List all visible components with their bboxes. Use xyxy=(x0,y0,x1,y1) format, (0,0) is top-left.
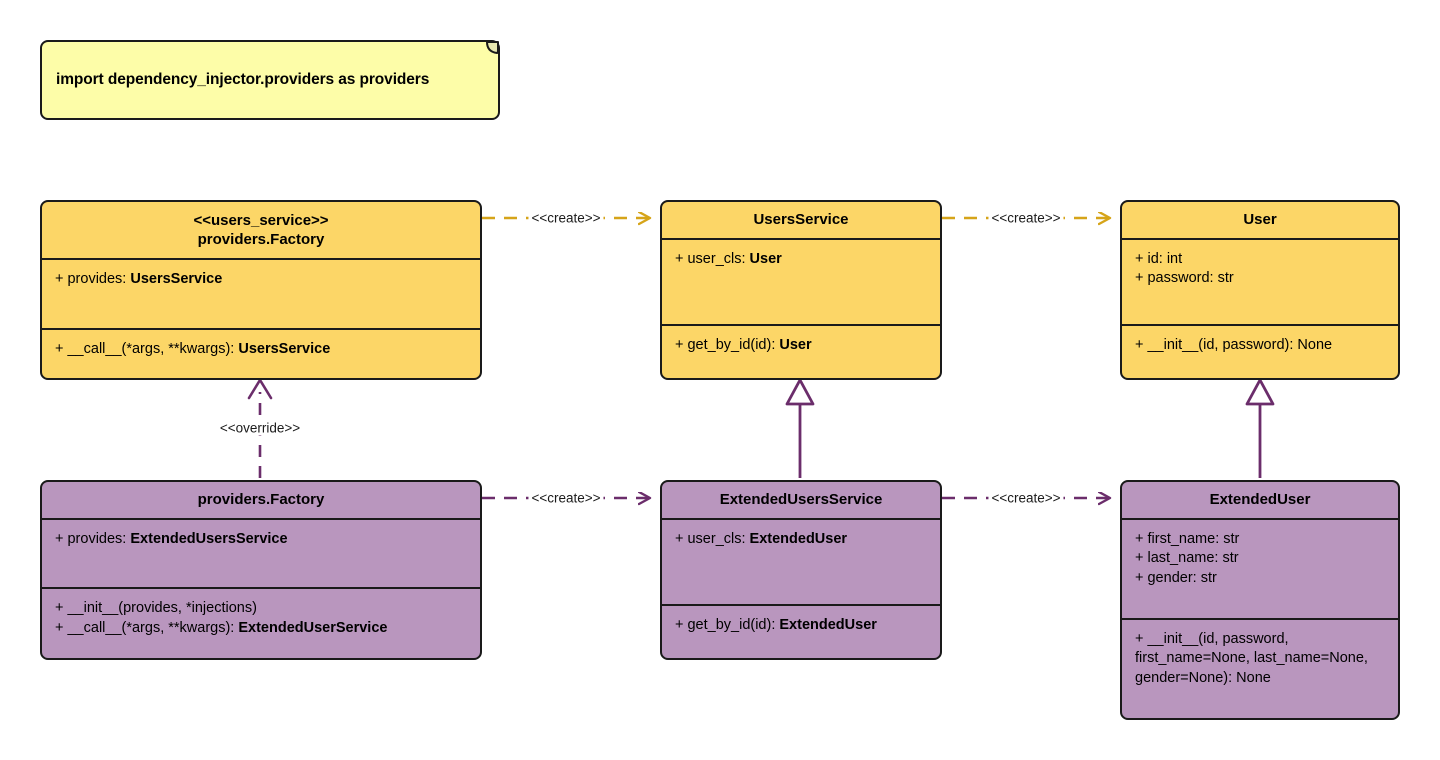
import-note-text: import dependency_injector.providers as … xyxy=(56,71,430,88)
edge-label-create-3: <<create>> xyxy=(528,490,604,506)
class-methods-extended-factory: + __init__(provides, *injections) + __ca… xyxy=(42,587,480,658)
method-type: ExtendedUser xyxy=(779,617,877,634)
class-stereotype: <<users_service>> xyxy=(193,211,329,229)
class-name: providers.Factory xyxy=(197,231,325,248)
edge-generalization-extendedusersservice xyxy=(785,378,815,478)
edge-label-override: <<override>> xyxy=(216,420,304,436)
class-header-user: User xyxy=(1122,202,1398,240)
method-row: + __init__(id, password): None xyxy=(1135,337,1333,354)
class-attributes-extended-user: + first_name: str + last_name: str + gen… xyxy=(1122,520,1398,618)
class-box-extended-users-service[interactable]: ExtendedUsersService + user_cls: Extende… xyxy=(660,480,942,660)
attribute-row: + password: str xyxy=(1135,270,1234,287)
class-methods-users-service: + get_by_id(id): User xyxy=(662,324,940,378)
class-methods-extended-user: + __init__(id, password, first_name=None… xyxy=(1122,618,1398,718)
attribute-row: + first_name: str xyxy=(1135,531,1240,547)
method-type: ExtendedUserService xyxy=(238,619,388,636)
attribute-type: User xyxy=(749,251,782,267)
edge-label-create-4: <<create>> xyxy=(988,490,1064,506)
class-attributes-extended-users-service: + user_cls: ExtendedUser xyxy=(662,520,940,604)
method-text: + get_by_id(id): xyxy=(675,337,780,354)
attribute-row: + provides: ExtendedUsersService xyxy=(55,530,469,549)
edge-label-create-2: <<create>> xyxy=(988,210,1064,226)
edge-generalization-extendeduser xyxy=(1245,378,1275,478)
method-text: + get_by_id(id): xyxy=(675,617,780,634)
class-name: ExtendedUser xyxy=(1209,491,1311,509)
method-row: + __init__(id, password, first_name=None… xyxy=(1135,631,1368,686)
attribute-row: + provides: UsersService xyxy=(55,270,469,289)
class-attributes-users-service-factory: + provides: UsersService xyxy=(42,260,480,328)
class-box-extended-factory[interactable]: providers.Factory + provides: ExtendedUs… xyxy=(40,480,482,660)
attribute-text: + provides: xyxy=(55,531,131,547)
note-fold-corner xyxy=(486,41,499,54)
attribute-text: + user_cls: xyxy=(675,251,750,267)
edge-label-create-1: <<create>> xyxy=(528,210,604,226)
class-box-user[interactable]: User + id: int + password: str + __init_… xyxy=(1120,200,1400,380)
class-header-users-service: UsersService xyxy=(662,202,940,240)
method-type: UsersService xyxy=(238,340,331,357)
class-box-users-service[interactable]: UsersService + user_cls: User + get_by_i… xyxy=(660,200,942,380)
method-text: + __call__(*args, **kwargs): xyxy=(55,340,239,357)
attribute-type: ExtendedUser xyxy=(749,531,848,547)
class-box-extended-user[interactable]: ExtendedUser + first_name: str + last_na… xyxy=(1120,480,1400,720)
class-header-extended-factory: providers.Factory xyxy=(42,482,480,520)
attribute-row: + user_cls: User xyxy=(675,250,929,269)
method-row: + __init__(provides, *injections) xyxy=(55,600,257,617)
class-name: User xyxy=(1243,211,1277,229)
attribute-row: + user_cls: ExtendedUser xyxy=(675,530,929,549)
attribute-text: + user_cls: xyxy=(675,531,750,547)
method-row: + get_by_id(id): ExtendedUser xyxy=(675,616,929,635)
class-name: UsersService xyxy=(753,211,849,229)
class-header-users-service-factory: <<users_service>> providers.Factory xyxy=(42,202,480,260)
class-box-users-service-factory[interactable]: <<users_service>> providers.Factory + pr… xyxy=(40,200,482,380)
class-attributes-extended-factory: + provides: ExtendedUsersService xyxy=(42,520,480,587)
method-text: + __call__(*args, **kwargs): xyxy=(55,619,239,636)
class-name: providers.Factory xyxy=(197,491,325,509)
class-attributes-user: + id: int + password: str xyxy=(1122,240,1398,324)
method-row: + get_by_id(id): User xyxy=(675,336,929,355)
attribute-type: ExtendedUsersService xyxy=(130,531,288,547)
attribute-row: + last_name: str xyxy=(1135,550,1239,567)
class-methods-extended-users-service: + get_by_id(id): ExtendedUser xyxy=(662,604,940,658)
attribute-row: + gender: str xyxy=(1135,569,1217,586)
class-methods-users-service-factory: + __call__(*args, **kwargs): UsersServic… xyxy=(42,327,480,378)
class-methods-user: + __init__(id, password): None xyxy=(1122,324,1398,378)
method-row: + __call__(*args, **kwargs): UsersServic… xyxy=(55,340,469,359)
attribute-type: UsersService xyxy=(130,271,223,287)
attribute-row: + id: int xyxy=(1135,251,1183,267)
method-type: User xyxy=(779,337,812,354)
attribute-text: + provides: xyxy=(55,271,131,287)
class-header-extended-user: ExtendedUser xyxy=(1122,482,1398,520)
class-name: ExtendedUsersService xyxy=(719,491,883,509)
class-attributes-users-service: + user_cls: User xyxy=(662,240,940,324)
method-row: + __call__(*args, **kwargs): ExtendedUse… xyxy=(55,619,469,638)
class-header-extended-users-service: ExtendedUsersService xyxy=(662,482,940,520)
import-note: import dependency_injector.providers as … xyxy=(40,40,500,120)
